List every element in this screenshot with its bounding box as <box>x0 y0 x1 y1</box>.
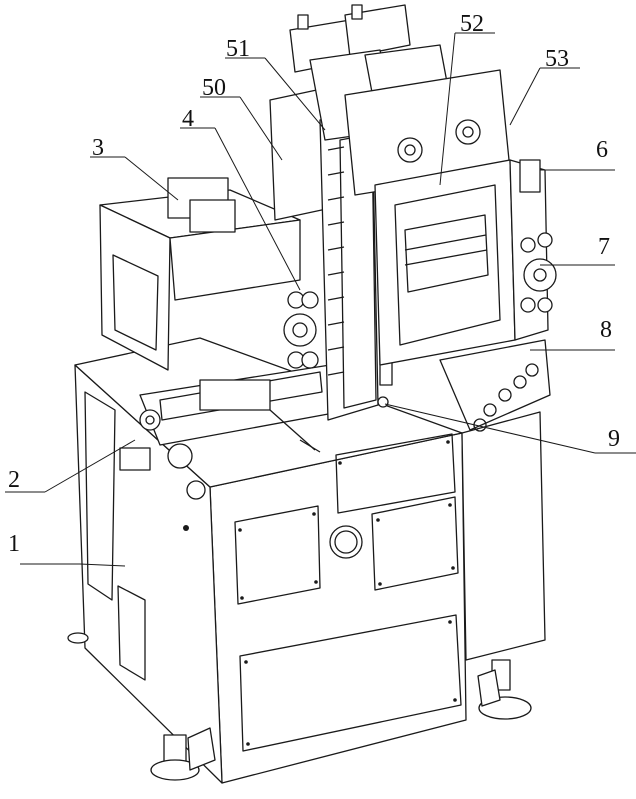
gear-left <box>284 314 316 346</box>
gear-right <box>524 259 556 291</box>
callout-52: 52 <box>460 12 484 36</box>
callout-51: 51 <box>226 37 250 61</box>
callout-9: 9 <box>608 427 620 451</box>
callout-8: 8 <box>600 318 612 342</box>
callout-1: 1 <box>8 532 20 556</box>
callout-3: 3 <box>92 136 104 160</box>
callout-4: 4 <box>182 107 194 131</box>
callout-2: 2 <box>8 468 20 492</box>
callout-53: 53 <box>545 47 569 71</box>
callout-50: 50 <box>202 76 226 100</box>
callout-7: 7 <box>598 235 610 259</box>
right-frame <box>375 160 556 431</box>
callout-6: 6 <box>596 138 608 162</box>
